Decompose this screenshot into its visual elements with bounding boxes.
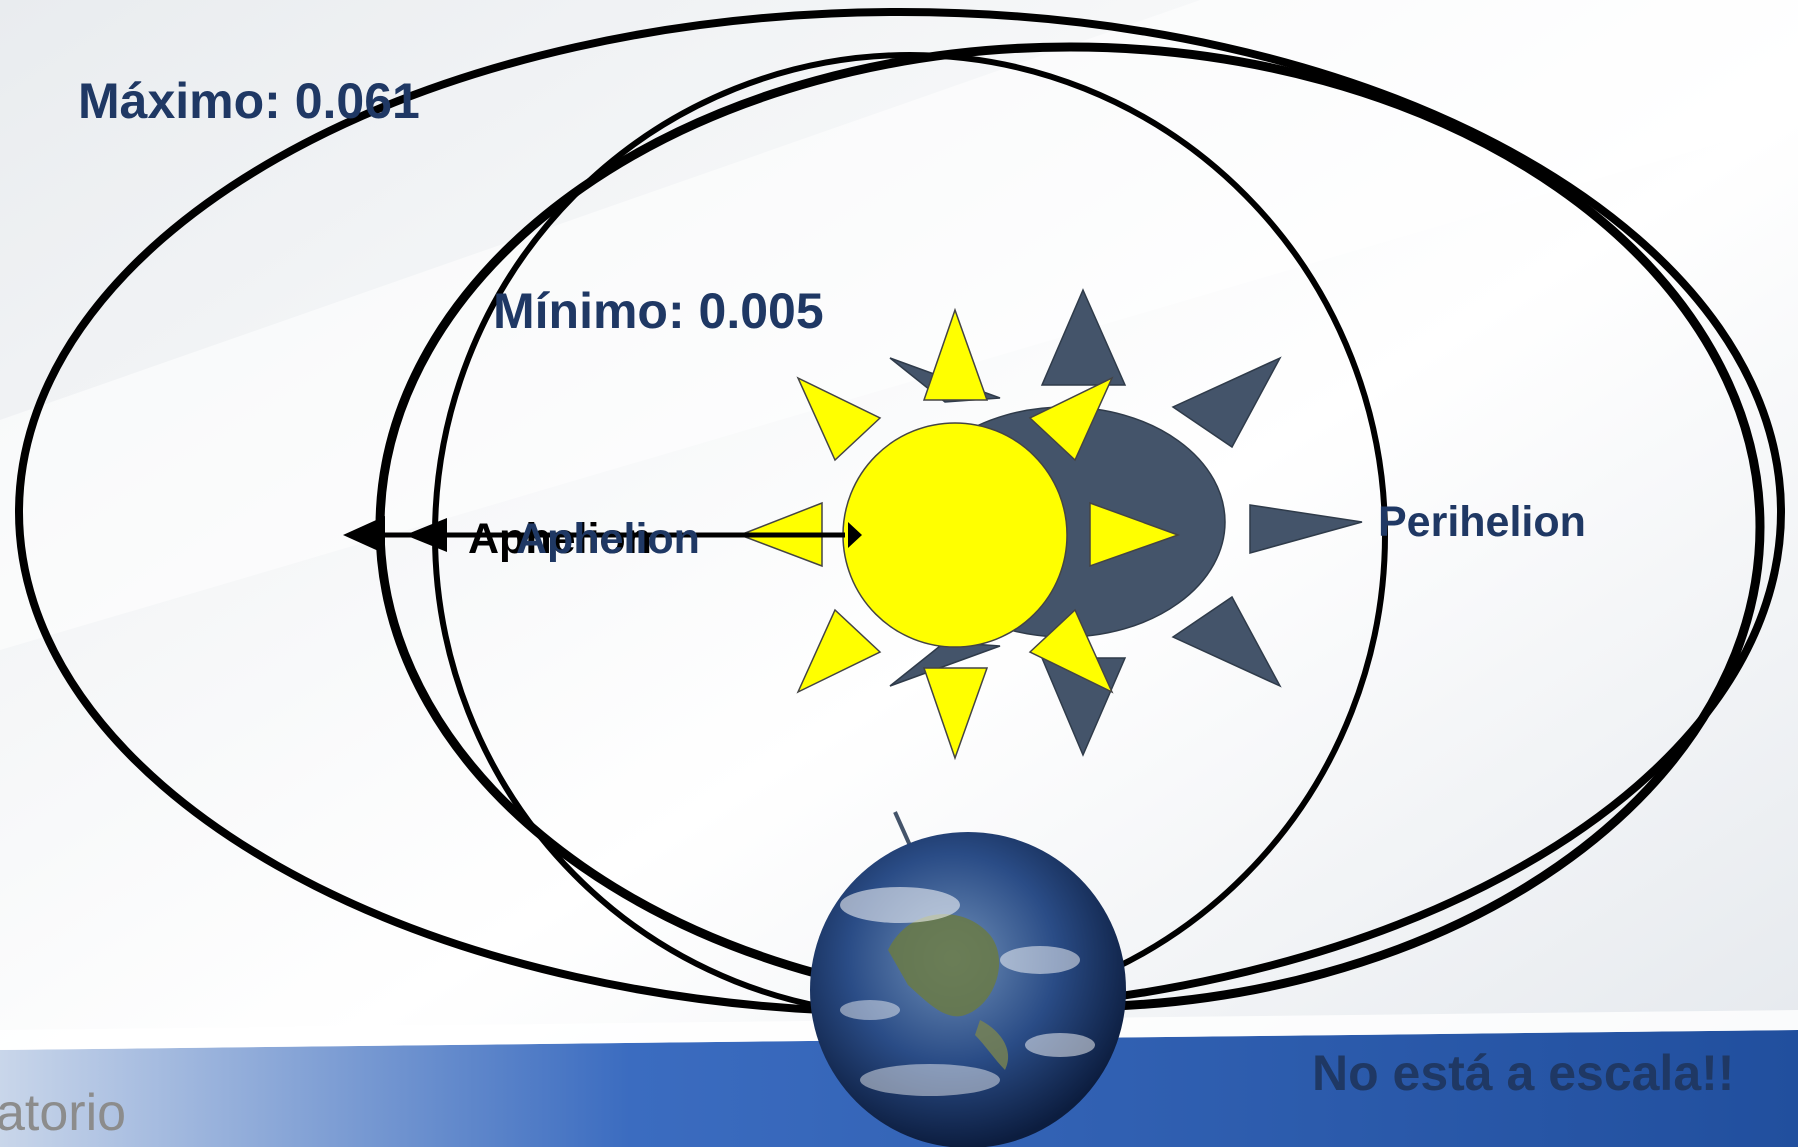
perihelion-label: Perihelion bbox=[1378, 498, 1586, 546]
not-to-scale-label: No está a escala!! bbox=[1312, 1045, 1734, 1101]
earth-icon bbox=[810, 811, 1126, 1147]
aphelion-arrows bbox=[343, 516, 862, 554]
background-sheen bbox=[0, 0, 1798, 650]
aphelion-label-blue: Aphelion bbox=[516, 515, 700, 563]
min-eccentricity-label: Mínimo: 0.005 bbox=[493, 283, 824, 339]
max-eccentricity-label: Máximo: 0.061 bbox=[78, 73, 420, 129]
aphelion-label-black: Aphelion bbox=[468, 515, 652, 563]
footer-text-fragment: atorio bbox=[0, 1084, 126, 1142]
